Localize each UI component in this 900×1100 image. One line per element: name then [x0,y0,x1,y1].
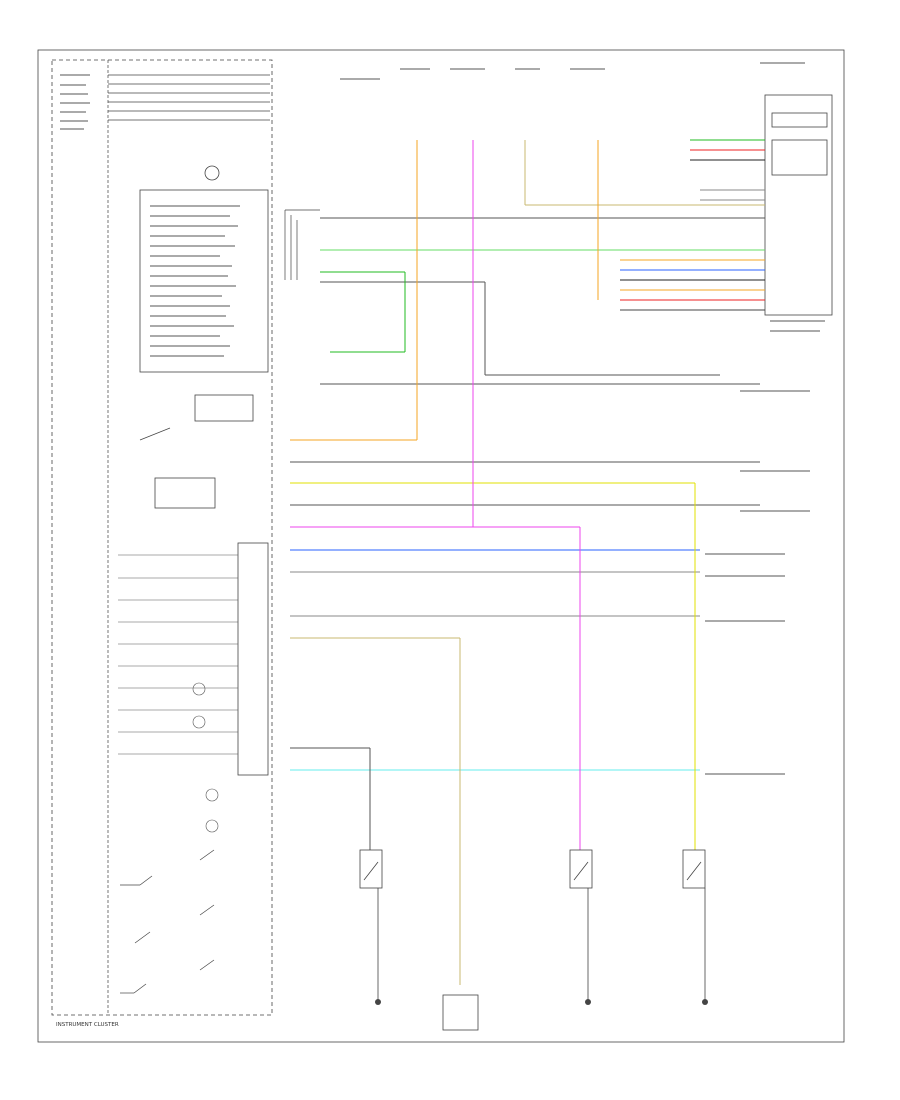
instrument-cluster-box [51,59,273,1016]
ecm-inner-box-1 [771,112,828,128]
cluster-module-box [154,477,216,509]
cluster-switches [120,427,215,994]
vertical-wires [290,140,765,985]
indicator-lamp-rows [118,554,238,833]
left-connector-bracket [284,209,320,280]
indicator-lamp-column [237,542,269,776]
engine-control-module-box [764,94,833,316]
cluster-terminal-rows [108,74,270,121]
horizontal-wires [290,217,765,771]
module-input-wires [620,139,765,311]
message-center-box [139,189,269,373]
odometer-lamp [204,165,220,181]
bottom-sensors [359,849,706,1031]
ecm-inner-box-2 [771,139,828,176]
diagram-illegible-text-marks [60,62,825,775]
ground-symbols [375,999,708,1005]
instrument-cluster-label: INSTRUMENT CLUSTER [56,1022,119,1028]
mode-select-switch-box [194,394,254,422]
diagram-frame [37,49,845,1043]
